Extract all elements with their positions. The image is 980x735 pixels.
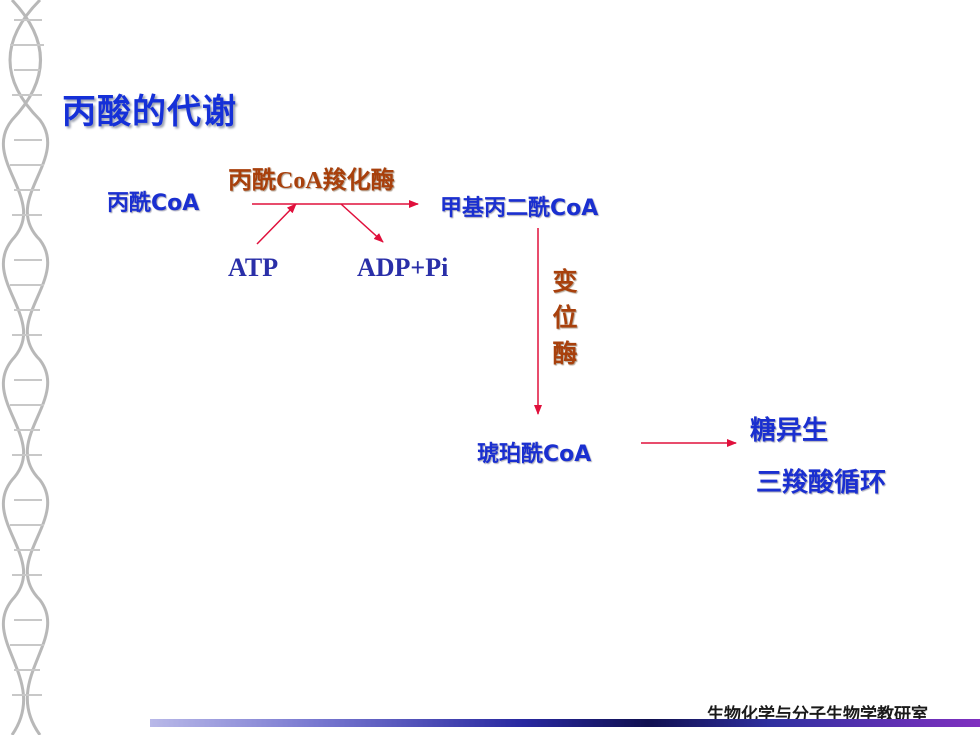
footer-gradient-bar [150, 719, 980, 727]
dna-helix-decoration [1, 0, 50, 735]
mutase-enzyme-label: 变位酶 [552, 267, 578, 368]
atp-label: ATP [228, 253, 279, 282]
adp-output-arrow [340, 203, 384, 243]
gluconeogenesis-label: 糖异生 [750, 416, 829, 446]
enzyme-carboxylase-label: 丙酰CoA羧化酶 [228, 160, 395, 195]
enzyme-part-1: 丙酰 [228, 166, 276, 194]
succinyl-coa-label: 琥珀酰CoA [477, 442, 592, 467]
enzyme-part-3: 羧化酶 [322, 166, 395, 194]
methylmalonyl-coa-label: 甲基丙二酰CoA [440, 196, 599, 221]
enzyme-part-2: CoA [276, 168, 323, 194]
atp-input-arrow [256, 203, 297, 245]
adp-pi-label: ADP+Pi [357, 253, 449, 282]
propionyl-coa-label: 丙酰CoA [107, 191, 200, 216]
page-title: 丙酸的代谢 [62, 92, 237, 132]
tca-cycle-label: 三羧酸循环 [756, 468, 887, 498]
